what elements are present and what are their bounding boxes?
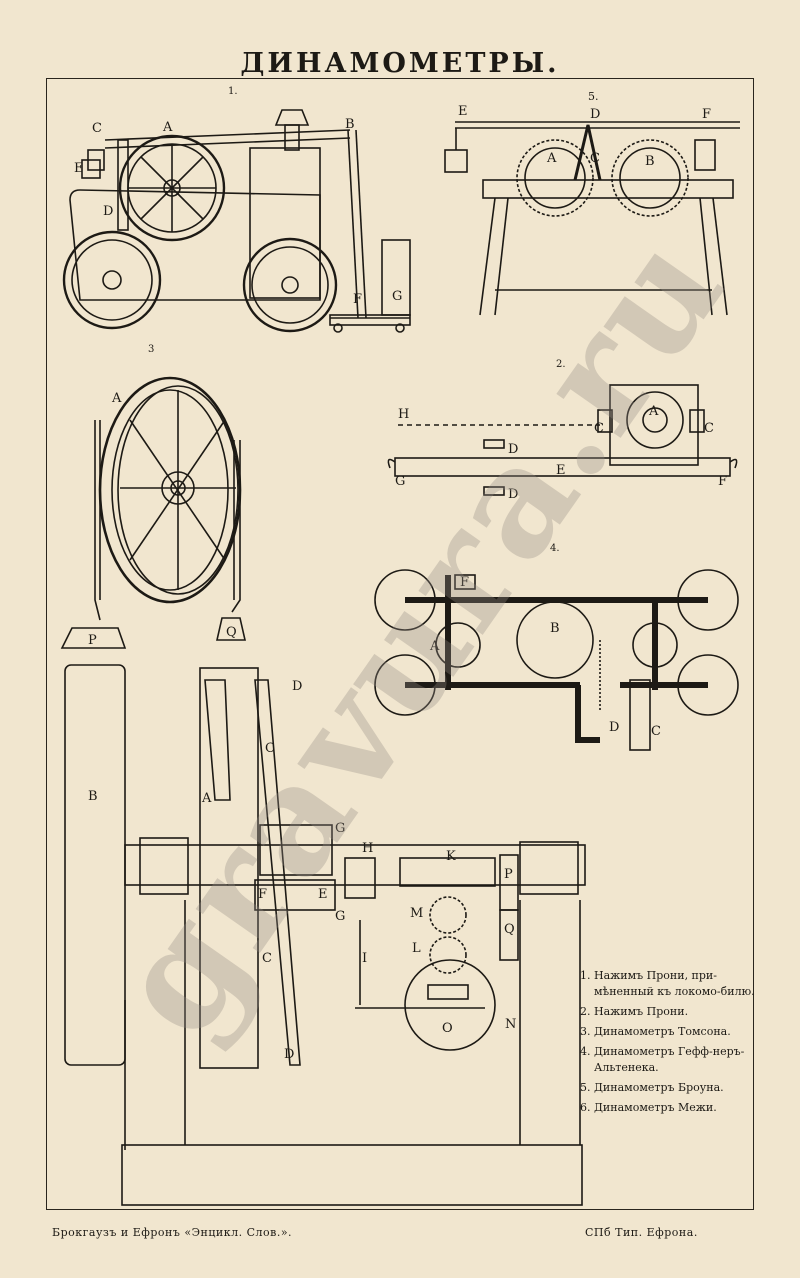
figure-3-labels: A P Q — [88, 391, 237, 648]
plate-frame — [46, 78, 754, 1210]
svg-text:D: D — [103, 204, 113, 219]
svg-text:D: D — [292, 679, 302, 694]
legend-item: 2. Нажимъ Прони. — [580, 1005, 689, 1018]
figure-number-4: 4. — [550, 543, 560, 554]
svg-text:A: A — [111, 391, 122, 406]
svg-text:C: C — [704, 421, 714, 436]
figure-2-labels: H A C C D E G D F — [395, 404, 727, 502]
svg-text:P: P — [88, 633, 97, 648]
figure-number-3: 3 — [148, 344, 154, 355]
svg-text:Q: Q — [504, 922, 515, 937]
plate-title: ДИНАМОМЕТРЫ. — [240, 48, 560, 79]
svg-text:D: D — [284, 1047, 294, 1062]
svg-text:B: B — [88, 789, 98, 804]
svg-text:C: C — [265, 741, 275, 756]
legend-item: 6. Динамометръ Межи. — [580, 1101, 717, 1114]
svg-text:C: C — [590, 151, 600, 166]
svg-text:G: G — [335, 821, 345, 836]
svg-text:A: A — [162, 120, 173, 135]
svg-text:C: C — [594, 421, 604, 436]
figure-3-thomson-dynamometer — [60, 376, 247, 649]
svg-text:G: G — [395, 474, 405, 489]
figure-legend: 1. Нажимъ Прони, при-мѣненный къ локомо-… — [580, 968, 756, 1120]
svg-text:F: F — [353, 292, 362, 307]
svg-text:A: A — [546, 151, 557, 166]
svg-text:L: L — [412, 941, 421, 956]
publisher-credit: Брокгаузъ и Ефронъ «Энцикл. Слов.». — [52, 1226, 293, 1239]
printer-credit: СПб Тип. Ефрона. — [585, 1226, 698, 1239]
svg-text:O: O — [442, 1021, 453, 1036]
svg-text:B: B — [345, 117, 355, 132]
figure-1-locomobile — [62, 109, 411, 333]
legend-item: 3. Динамометръ Томсона. — [580, 1025, 731, 1038]
svg-text:H: H — [398, 407, 409, 422]
figure-6-labels: D B C A G H K P F E G M Q L I O N C D — [88, 679, 516, 1062]
svg-text:G: G — [335, 909, 345, 924]
svg-text:D: D — [609, 720, 619, 735]
figure-2-prony-brake — [387, 384, 738, 496]
legend-item: 4. Динамометръ Гефф-неръ-Альтенека. — [580, 1045, 745, 1074]
svg-text:E: E — [458, 104, 468, 119]
svg-text:E: E — [318, 887, 328, 902]
svg-text:F: F — [718, 474, 727, 489]
figure-1-labels: C A B E D F G — [74, 117, 402, 307]
svg-text:G: G — [392, 289, 402, 304]
svg-text:F: F — [258, 887, 267, 902]
svg-text:A: A — [429, 639, 440, 654]
svg-text:D: D — [508, 487, 518, 502]
svg-text:K: K — [446, 849, 456, 864]
svg-text:P: P — [504, 867, 513, 882]
svg-text:Q: Q — [226, 625, 237, 640]
svg-text:D: D — [590, 107, 600, 122]
svg-text:C: C — [262, 951, 272, 966]
svg-text:C: C — [92, 121, 102, 136]
figure-4-labels: F A B D C — [429, 575, 661, 739]
figure-number-1: 1. — [228, 86, 238, 97]
svg-text:C: C — [651, 724, 661, 739]
figure-4-hefner-alteneck — [374, 569, 739, 751]
svg-text:F: F — [702, 107, 711, 122]
svg-text:E: E — [74, 161, 84, 176]
svg-text:E: E — [556, 463, 566, 478]
svg-text:B: B — [645, 154, 655, 169]
figure-5-labels: E D F A C B — [458, 104, 711, 169]
figure-5-brown-dynamometer — [444, 121, 740, 316]
figure-number-2: 2. — [556, 359, 566, 370]
svg-text:A: A — [201, 791, 212, 806]
svg-text:M: M — [410, 906, 423, 921]
svg-text:H: H — [362, 841, 373, 856]
svg-text:D: D — [508, 442, 518, 457]
svg-text:I: I — [362, 951, 367, 966]
legend-item: 5. Динамометръ Броуна. — [580, 1081, 724, 1094]
svg-text:B: B — [550, 621, 560, 636]
svg-text:F: F — [460, 575, 469, 590]
legend-item: 1. Нажимъ Прони, при-мѣненный къ локомо-… — [580, 969, 755, 998]
figure-6-megy-dynamometer — [64, 664, 586, 1206]
svg-text:N: N — [505, 1017, 516, 1032]
figure-number-5: 5. — [588, 90, 599, 103]
svg-text:A: A — [648, 404, 659, 419]
